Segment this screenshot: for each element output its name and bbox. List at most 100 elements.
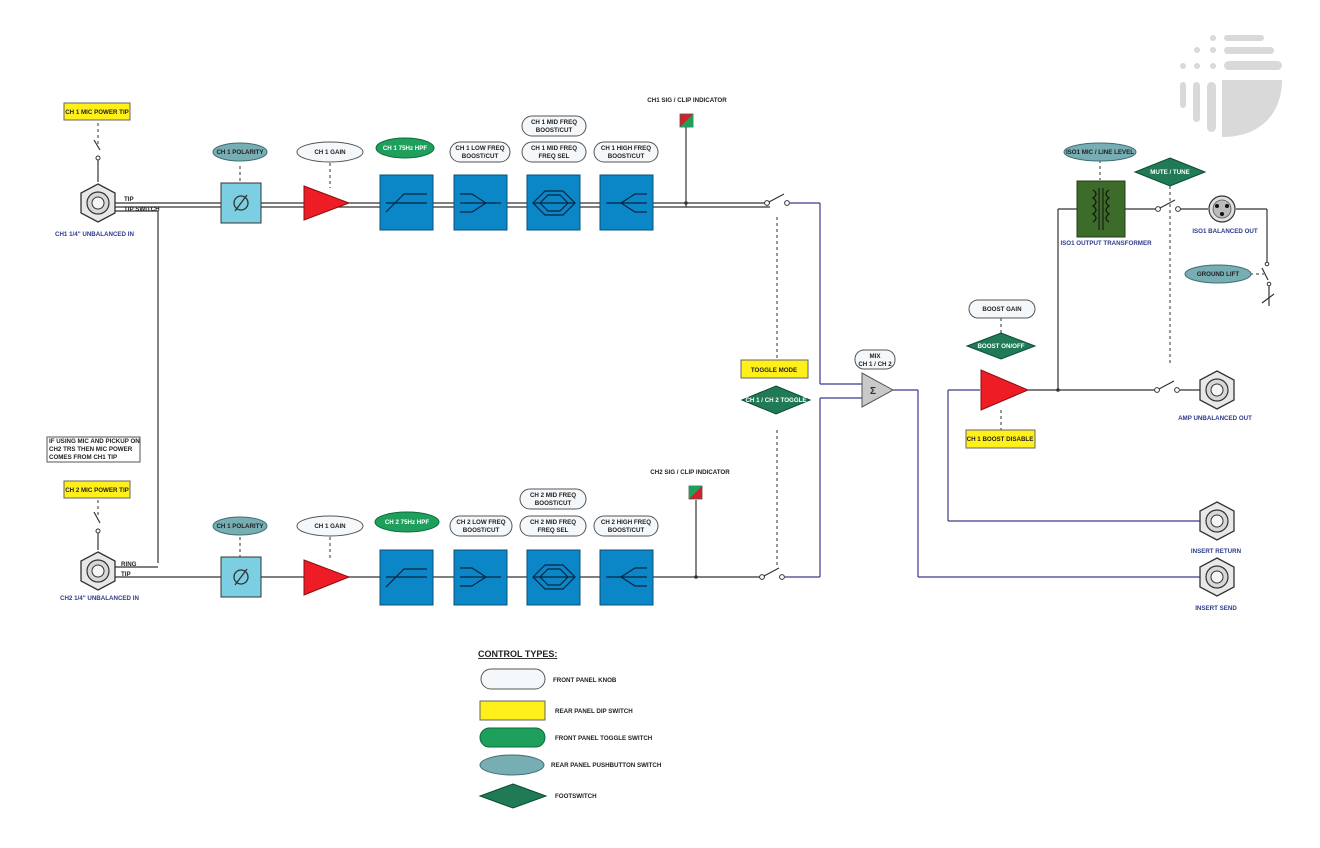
ch1-high-label-2: BOOST/CUT xyxy=(608,153,645,160)
insert-send-jack[interactable] xyxy=(1199,557,1235,597)
ch2-hpf-block xyxy=(379,549,434,606)
mix-label-2: CH 1 / CH 2 xyxy=(858,361,892,368)
legend-toggle-swatch xyxy=(479,727,546,748)
mic-power-note-line3: COMES FROM CH1 TIP xyxy=(49,454,117,461)
ch1-hpf-label: CH 1 75Hz HPF xyxy=(383,145,428,152)
ch2-polarity-label: CH 1 POLARITY xyxy=(216,523,264,530)
ch2-polarity-button[interactable] xyxy=(212,516,268,536)
ch1-mid-block xyxy=(526,174,581,231)
mute-footswitch[interactable] xyxy=(1133,157,1207,187)
ch2-gain-knob[interactable] xyxy=(296,515,364,537)
ch1-low-label-2: BOOST/CUT xyxy=(462,153,499,160)
ch1-mid-freq-label-1: CH 1 MID FREQ xyxy=(531,145,577,152)
ch1-mid-freq-knob[interactable] xyxy=(521,141,587,163)
ch1-clip-label: CH1 SIG / CLIP INDICATOR xyxy=(647,97,727,104)
ch1-low-knob[interactable] xyxy=(449,141,511,163)
ch2-input-jack[interactable] xyxy=(80,551,116,591)
ground-lift-switch xyxy=(1261,261,1272,287)
ch1-hpf-toggle[interactable] xyxy=(375,137,435,159)
mix-knob[interactable] xyxy=(854,349,896,370)
toggle-mode-label: TOGGLE MODE xyxy=(751,367,797,374)
ch2-gain-label: CH 1 GAIN xyxy=(314,523,346,530)
legend-dip-label: REAR PANEL DIP SWITCH xyxy=(555,708,633,715)
ch1-polarity-button[interactable] xyxy=(212,142,268,162)
ch2-polarity-block xyxy=(220,556,262,598)
ch1-low-block xyxy=(453,174,508,231)
ch1-gain-label: CH 1 GAIN xyxy=(314,149,346,156)
boost-disable-label: CH 1 BOOST DISABLE xyxy=(967,436,1034,443)
iso-xlr-output[interactable] xyxy=(1208,195,1236,223)
legend-dip-swatch xyxy=(479,700,546,721)
brand-logo xyxy=(1180,35,1282,137)
mix-sigma-symbol: Σ xyxy=(870,386,876,397)
ch2-route-switch xyxy=(759,567,785,580)
ch2-mic-power-switch[interactable] xyxy=(63,480,131,550)
mic-power-note-line1: IF USING MIC AND PICKUP ON xyxy=(49,438,140,445)
ch2-high-block xyxy=(599,549,654,606)
ch2-low-knob[interactable] xyxy=(449,515,513,537)
insert-return-jack[interactable] xyxy=(1199,501,1235,541)
ch1-high-block xyxy=(599,174,654,231)
ground-lift-button[interactable] xyxy=(1184,264,1252,284)
legend-push-label: REAR PANEL PUSHBUTTON SWITCH xyxy=(551,762,662,769)
toggle-mode-switch[interactable] xyxy=(740,359,809,379)
ch2-mid-freq-knob[interactable] xyxy=(519,515,587,537)
boost-gain-knob[interactable] xyxy=(968,299,1036,319)
legend-toggle-label: FRONT PANEL TOGGLE SWITCH xyxy=(555,735,653,742)
legend-knob-label: FRONT PANEL KNOB xyxy=(553,677,617,684)
boost-gain-label: BOOST GAIN xyxy=(982,306,1022,313)
legend-foot-swatch xyxy=(478,783,548,809)
mic-power-note-line2: CH2 TRS THEN MIC POWER xyxy=(49,446,133,453)
legend-knob-swatch xyxy=(480,668,546,690)
ch2-tip-label: TIP xyxy=(121,571,131,578)
ch-toggle-footswitch-label: CH 1 / CH 2 TOGGLE xyxy=(745,397,806,404)
ch-toggle-footswitch[interactable] xyxy=(740,385,812,415)
legend-push-swatch xyxy=(479,754,545,776)
ch1-gain-amp xyxy=(303,185,351,221)
ch1-mic-power-switch[interactable] xyxy=(63,102,131,182)
ch1-mid-boost-knob[interactable] xyxy=(521,115,587,137)
iso-transformer-label: ISO1 OUTPUT TRANSFORMER xyxy=(1060,240,1152,247)
ch2-mid-boost-label-1: CH 2 MID FREQ xyxy=(530,492,576,499)
boost-disable-switch[interactable] xyxy=(965,429,1036,449)
ch1-tip-switch-label: TIP SWITCH xyxy=(124,206,160,213)
ch2-low-block xyxy=(453,549,508,606)
iso-out-label: ISO1 BALANCED OUT xyxy=(1192,228,1258,235)
ch2-hpf-toggle[interactable] xyxy=(374,511,440,533)
ch1-input-jack[interactable] xyxy=(80,183,116,223)
ch2-hpf-label: CH 2 75Hz HPF xyxy=(385,519,430,526)
ch1-clip-indicator xyxy=(679,113,694,128)
ch2-gain-amp xyxy=(303,559,351,596)
ch2-mid-boost-label-2: BOOST/CUT xyxy=(535,500,572,507)
ch2-jack-label: CH2 1/4" UNBALANCED IN xyxy=(60,595,139,602)
ground-lift-label: GROUND LIFT xyxy=(1197,271,1239,278)
output-wires xyxy=(893,208,1275,578)
ch1-gain-knob[interactable] xyxy=(296,141,364,163)
ch2-low-label-2: BOOST/CUT xyxy=(463,527,500,534)
ch1-low-label-1: CH 1 LOW FREQ xyxy=(455,145,504,152)
ch1-tip-label: TIP xyxy=(124,196,134,203)
ch1-mid-boost-label-1: CH 1 MID FREQ xyxy=(531,119,577,126)
mix-label-1: MIX xyxy=(869,353,881,360)
boost-footswitch[interactable] xyxy=(965,332,1037,360)
ch2-mid-boost-knob[interactable] xyxy=(519,488,587,510)
ch1-hpf-block xyxy=(379,174,434,231)
ch2-high-knob[interactable] xyxy=(593,515,659,537)
ch2-clip-indicator xyxy=(688,485,703,500)
mute-footswitch-label: MUTE / TUNE xyxy=(1150,169,1190,176)
ch2-ring-label: RING xyxy=(121,561,137,568)
legend: CONTROL TYPES: FRONT PANEL KNOB REAR PAN… xyxy=(478,649,662,809)
mic-power-note-box xyxy=(46,436,141,463)
insert-send-label: INSERT SEND xyxy=(1195,605,1237,612)
ch1-high-label-1: CH 1 HIGH FREQ xyxy=(601,145,651,152)
ch2-high-label-2: BOOST/CUT xyxy=(608,527,645,534)
iso-level-label: ISO1 MIC / LINE LEVEL xyxy=(1066,149,1134,156)
iso-level-button[interactable] xyxy=(1063,142,1137,162)
ch1-high-knob[interactable] xyxy=(593,141,659,163)
legend-foot-label: FOOTSWITCH xyxy=(555,793,597,800)
amp-out-jack[interactable] xyxy=(1199,370,1235,410)
ch2-clip-label: CH2 SIG / CLIP INDICATOR xyxy=(650,469,730,476)
iso-output-transformer xyxy=(1076,180,1126,238)
insert-return-label: INSERT RETURN xyxy=(1191,548,1242,555)
